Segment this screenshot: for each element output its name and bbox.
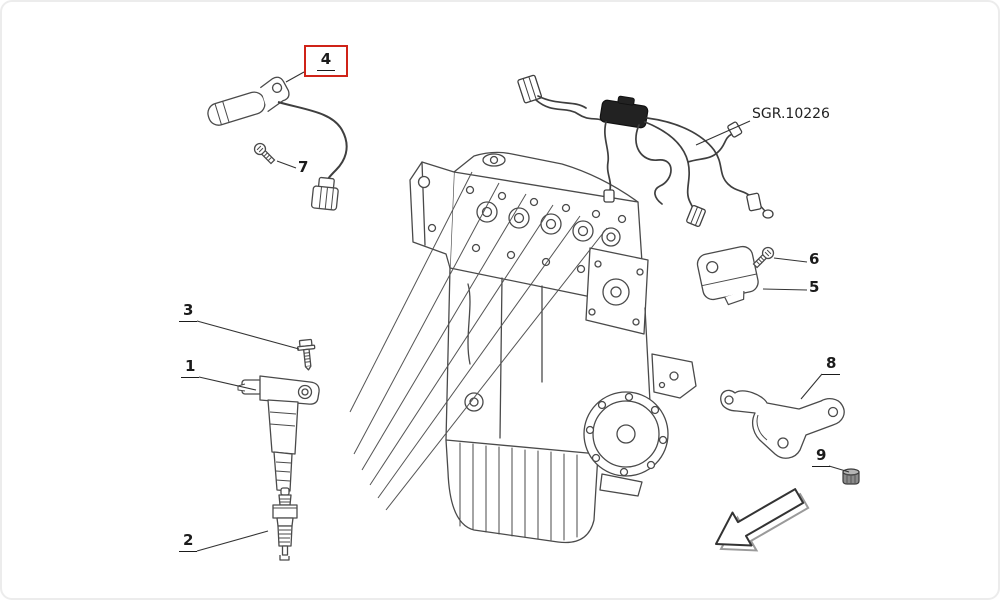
part-label-7[interactable]: 7 xyxy=(298,158,309,176)
part-label-5[interactable]: 5 xyxy=(809,278,820,296)
bolt-6-drawing xyxy=(752,246,775,269)
harness-reference-label: SGR.10226 xyxy=(752,106,830,122)
crankshaft-sensor-drawing xyxy=(207,76,348,211)
part-label-9[interactable]: 9 xyxy=(812,447,831,467)
bolt-3-drawing xyxy=(296,338,316,371)
spark-plug-drawing xyxy=(272,487,298,561)
direction-arrow-icon xyxy=(715,488,810,552)
engine-block-drawing xyxy=(409,151,697,544)
cap-drawing xyxy=(842,468,860,485)
bolt-7-drawing xyxy=(253,142,276,165)
part-label-3[interactable]: 3 xyxy=(179,302,198,322)
part-label-4[interactable]: 4 xyxy=(316,51,336,71)
harness-main-connector xyxy=(599,95,649,129)
leader-fan-lines xyxy=(349,171,608,511)
part-label-6[interactable]: 6 xyxy=(809,250,820,268)
bracket-drawing xyxy=(720,389,845,459)
part-label-8[interactable]: 8 xyxy=(822,355,841,375)
sensor-connector xyxy=(310,176,339,211)
wiring-harness-drawing xyxy=(517,74,774,228)
highlight-box-part-4[interactable]: 4 xyxy=(304,45,348,77)
part-label-1[interactable]: 1 xyxy=(181,358,200,378)
callout-leader-lines xyxy=(196,71,850,552)
camshaft-sensor-drawing xyxy=(696,245,759,306)
part-label-2[interactable]: 2 xyxy=(179,532,198,552)
ignition-coil-drawing xyxy=(237,375,320,492)
